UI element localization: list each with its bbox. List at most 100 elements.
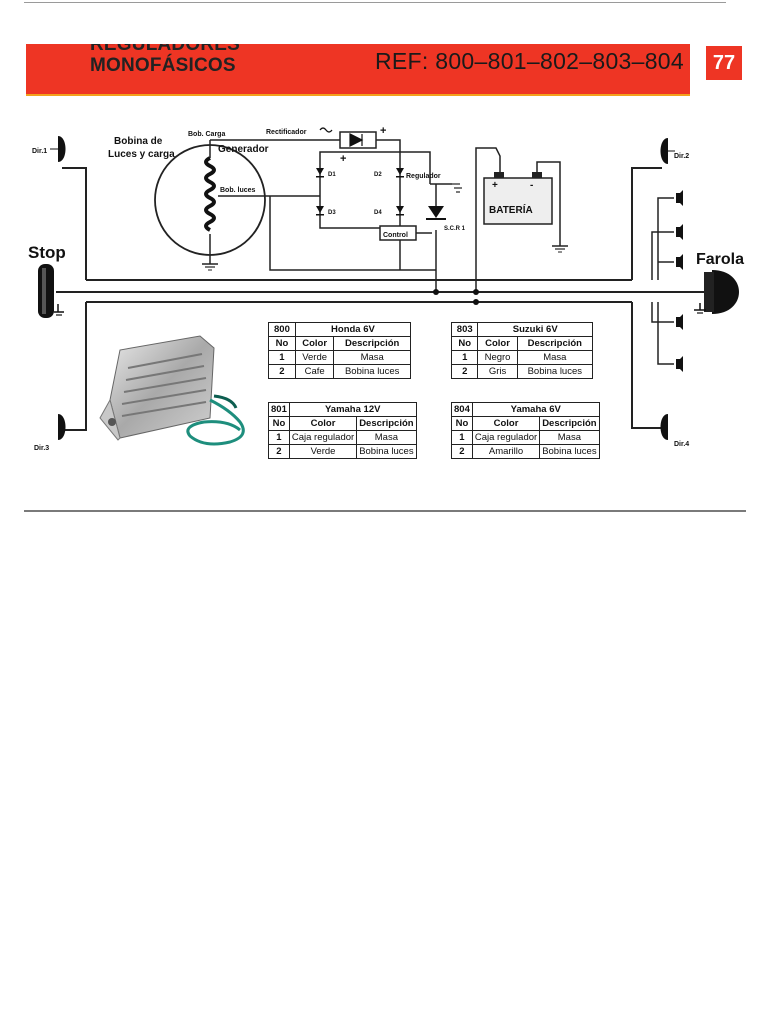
regulator-circuit <box>379 151 452 292</box>
table-cell: Caja regulador <box>471 430 541 445</box>
regulator-product-image <box>99 335 245 446</box>
table-header: No <box>451 416 473 431</box>
headlamp <box>694 270 739 314</box>
table-ref: 803 <box>450 322 479 337</box>
table-header: Color <box>477 336 518 351</box>
table-cell: 1 <box>450 350 479 365</box>
table-cell: 1 <box>268 430 290 445</box>
header-banner: REGULADORES MONOFÁSICOS REF: 800–801–802… <box>26 44 690 96</box>
dir3-label: Dir.3 <box>34 445 49 452</box>
battery <box>475 147 568 292</box>
table-row: 1 Negro Masa <box>450 350 594 365</box>
table-brand: Yamaha 12V <box>288 402 417 417</box>
title-line-1: REGULADORES <box>90 44 240 55</box>
table-row: 2 Cafe Bobina luces <box>268 364 411 379</box>
spec-table-800: 800 Honda 6V No Color Descripción 1 Verd… <box>268 322 412 379</box>
bridge-plus: + <box>340 153 346 165</box>
generador-label: Generador <box>218 144 269 155</box>
table-cell: 2 <box>451 444 473 459</box>
table-cell: 1 <box>268 350 296 365</box>
bob-carga-label: Bob. Carga <box>188 131 225 138</box>
d1-label: D1 <box>328 172 336 178</box>
dir2-label: Dir.2 <box>674 153 689 160</box>
spec-table-803: 803 Suzuki 6V No Color Descripción 1 Neg… <box>450 322 594 379</box>
table-cell: Masa <box>333 350 411 365</box>
scr-label: S.C.R 1 <box>444 226 466 232</box>
battery-minus: - <box>530 180 533 191</box>
table-row: 1 Verde Masa <box>268 350 411 365</box>
turn-signal-dir1 <box>50 136 66 162</box>
title-line-2: MONOFÁSICOS <box>90 55 236 76</box>
table-cell: Verde <box>294 350 335 365</box>
page-number-badge: 77 <box>706 46 742 80</box>
bateria-label: BATERÍA <box>489 203 533 216</box>
main-harness <box>56 167 712 431</box>
table-cell: Bobina luces <box>539 444 600 459</box>
spec-table-801: 801 Yamaha 12V No Color Descripción 1 Ca… <box>268 402 417 459</box>
diode-bridge <box>270 151 401 229</box>
rectificador-label: Rectificador <box>266 129 307 136</box>
bottom-rule <box>24 510 746 512</box>
table-cell: Negro <box>477 350 518 365</box>
d4-label: D4 <box>374 210 382 216</box>
stop-label: Stop <box>28 243 66 262</box>
turn-signal-dir3 <box>58 414 66 440</box>
table-cell: Bobina luces <box>516 364 594 379</box>
table-cell: 2 <box>450 364 479 379</box>
table-header: Color <box>288 416 358 431</box>
table-row: 2 Amarillo Bobina luces <box>451 444 600 459</box>
bobina-label-2: Luces y carga <box>108 149 175 160</box>
scr-icon <box>426 184 446 220</box>
spec-table-804: 804 Yamaha 6V No Color Descripción 1 Caj… <box>451 402 600 459</box>
table-cell: Cafe <box>294 364 335 379</box>
dir1-label: Dir.1 <box>32 148 47 155</box>
rectifier-diode-icon <box>349 133 364 147</box>
turn-signal-dir4 <box>660 414 668 440</box>
page-title: REGULADORES MONOFÁSICOS <box>90 44 290 76</box>
bob-luces-label: Bob. luces <box>220 187 256 194</box>
table-brand: Suzuki 6V <box>477 322 593 337</box>
table-brand: Yamaha 6V <box>471 402 600 417</box>
junction-dots <box>433 289 479 305</box>
table-header: Color <box>471 416 541 431</box>
bobina-label-1: Bobina de <box>114 136 163 147</box>
table-brand: Honda 6V <box>294 322 412 337</box>
table-cell: Masa <box>539 430 600 445</box>
table-header: Descripción <box>539 416 600 431</box>
table-row: 2 Verde Bobina luces <box>268 444 417 459</box>
control-label: Control <box>383 232 408 239</box>
table-cell: Verde <box>288 444 358 459</box>
table-row: 1 Caja regulador Masa <box>451 430 600 445</box>
table-cell: 2 <box>268 444 290 459</box>
reference-numbers: REF: 800–801–802–803–804 <box>374 48 684 74</box>
table-header: Descripción <box>516 336 594 351</box>
table-cell: Amarillo <box>471 444 541 459</box>
bridge-diode-icons <box>316 168 404 216</box>
table-cell: Masa <box>356 430 417 445</box>
regulador-label: Regulador <box>406 173 441 180</box>
d3-label: D3 <box>328 210 336 216</box>
table-header: No <box>268 336 296 351</box>
indicator-lamps <box>651 197 674 365</box>
table-header: No <box>450 336 479 351</box>
table-ref: 804 <box>451 402 473 417</box>
generator <box>154 140 436 271</box>
top-rule <box>24 2 726 3</box>
d2-label: D2 <box>374 172 382 178</box>
rectifier-plus: + <box>380 125 386 137</box>
table-row: 2 Gris Bobina luces <box>450 364 594 379</box>
dir4-label: Dir.4 <box>674 441 689 448</box>
table-ref: 801 <box>268 402 290 417</box>
farola-label: Farola <box>696 251 744 268</box>
regulator-ground-icon <box>452 183 462 193</box>
table-row: 1 Caja regulador Masa <box>268 430 417 445</box>
table-cell: Bobina luces <box>356 444 417 459</box>
indicator-bulb-icons <box>676 190 683 372</box>
wiring-diagram: Dir.1 Dir.2 Dir.3 Dir.4 Stop Farola <box>28 125 744 452</box>
table-cell: Bobina luces <box>333 364 411 379</box>
table-cell: Gris <box>477 364 518 379</box>
battery-plus: + <box>492 180 498 191</box>
table-cell: 2 <box>268 364 296 379</box>
table-header: No <box>268 416 290 431</box>
table-cell: 1 <box>451 430 473 445</box>
